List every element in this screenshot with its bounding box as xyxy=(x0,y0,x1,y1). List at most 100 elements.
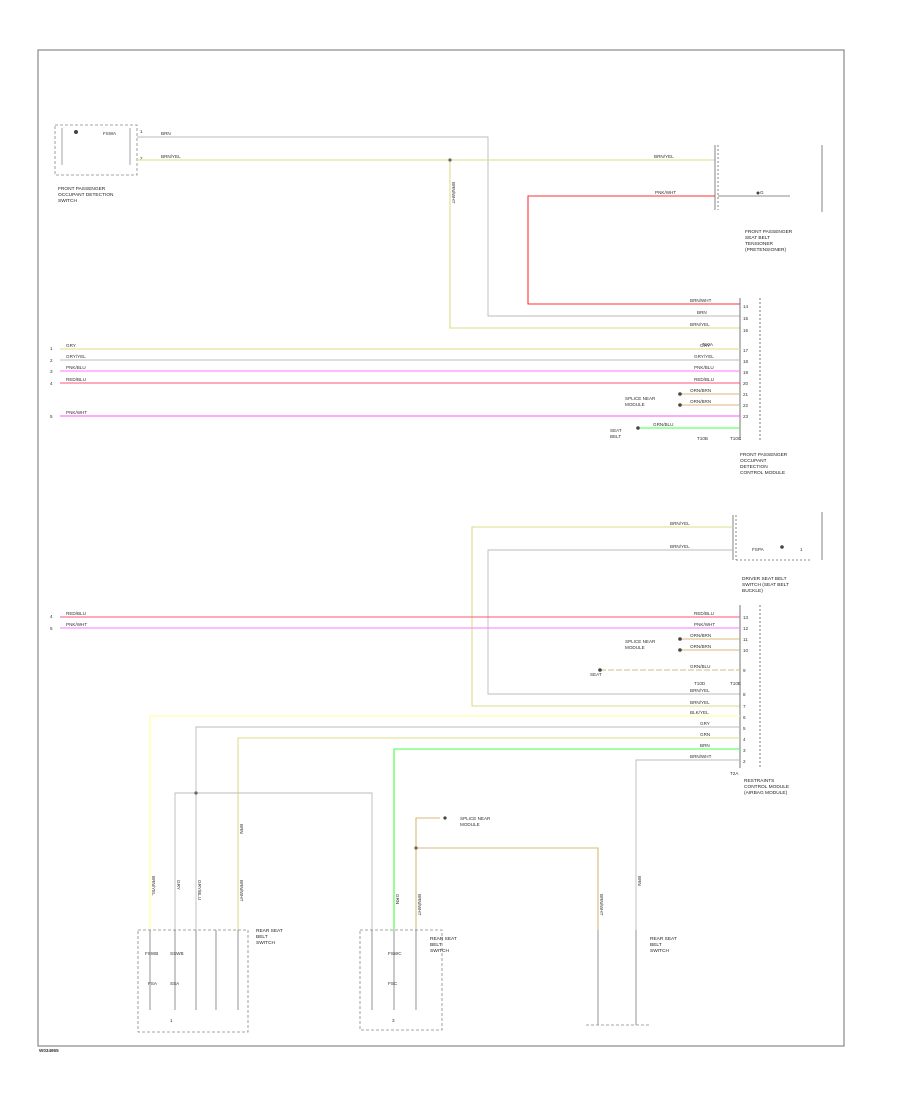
wire-gray-top xyxy=(137,136,740,317)
wire-tan-center xyxy=(415,847,599,930)
svg-text:G: G xyxy=(760,190,764,195)
wire-label: PNK/WHT xyxy=(655,190,676,195)
svg-text:TENSIONER: TENSIONER xyxy=(745,241,774,247)
svg-text:8: 8 xyxy=(743,692,746,697)
svg-text:16: 16 xyxy=(743,328,749,333)
wire-gray-rear-1 xyxy=(195,726,740,930)
svg-text:ORN/BRN: ORN/BRN xyxy=(690,633,711,638)
svg-text:BRN/YEL: BRN/YEL xyxy=(690,688,710,693)
wire-gray-rear-2 xyxy=(635,759,740,930)
svg-text:4: 4 xyxy=(50,381,53,386)
svg-text:FSWB: FSWB xyxy=(145,951,158,956)
svg-text:5: 5 xyxy=(50,626,53,631)
svg-text:T10D: T10D xyxy=(694,681,706,686)
svg-text:14: 14 xyxy=(743,304,749,309)
svg-text:4: 4 xyxy=(743,737,746,742)
svg-text:T10E: T10E xyxy=(730,681,741,686)
wire-label: BRN/YEL xyxy=(161,154,181,159)
svg-text:FSPA: FSPA xyxy=(752,547,765,552)
svg-text:1: 1 xyxy=(800,547,803,552)
svg-text:12: 12 xyxy=(743,626,749,631)
wire-label: BRN/WHT xyxy=(690,298,712,303)
svg-text:BRN/WHT: BRN/WHT xyxy=(239,880,244,902)
svg-text:MODULE: MODULE xyxy=(625,402,645,407)
svg-text:BRN/YEL: BRN/YEL xyxy=(151,876,156,896)
svg-text:REAR SEAT: REAR SEAT xyxy=(430,936,457,942)
diagram-border xyxy=(37,49,845,1047)
wire-gray-junction xyxy=(174,792,373,930)
svg-text:SWITCH: SWITCH xyxy=(430,948,449,954)
svg-text:9: 9 xyxy=(743,668,746,673)
svg-text:MODULE: MODULE xyxy=(460,822,480,827)
rear-right-switch: REAR SEAT BELT SWITCH xyxy=(586,930,677,1026)
svg-text:ORN/BRN: ORN/BRN xyxy=(690,388,711,393)
svg-text:22: 22 xyxy=(743,403,749,408)
svg-text:SEAT BELT: SEAT BELT xyxy=(745,235,770,241)
svg-text:2: 2 xyxy=(140,156,143,161)
svg-text:1: 1 xyxy=(50,346,53,351)
svg-text:T2A: T2A xyxy=(730,771,739,776)
svg-text:3: 3 xyxy=(50,369,53,374)
svg-text:FSC: FSC xyxy=(388,981,398,986)
svg-text:REAR SEAT: REAR SEAT xyxy=(256,928,283,934)
svg-text:1: 1 xyxy=(170,1018,173,1023)
wire-green-rear xyxy=(393,748,740,930)
svg-text:BRN/WHT: BRN/WHT xyxy=(417,894,422,916)
svg-text:GRN: GRN xyxy=(395,894,400,904)
svg-text:SPLICE NEAR: SPLICE NEAR xyxy=(460,816,491,821)
svg-text:SWITCH: SWITCH xyxy=(58,198,77,204)
svg-text:10: 10 xyxy=(743,648,749,653)
svg-text:SSWB: SSWB xyxy=(170,951,184,956)
svg-text:BRN/WHT: BRN/WHT xyxy=(690,754,712,759)
svg-text:FSWA: FSWA xyxy=(103,131,117,136)
svg-text:OCCUPANT: OCCUPANT xyxy=(740,458,767,464)
svg-text:BRN/YEL: BRN/YEL xyxy=(690,700,710,705)
svg-text:T10B: T10B xyxy=(697,436,708,441)
svg-text:OCCUPANT DETECTION: OCCUPANT DETECTION xyxy=(58,192,114,198)
occupant-mat: FSPA 1 DRIVER SEAT BELT SWITCH (SEAT BEL… xyxy=(732,512,823,594)
rear-center-switch: FSWC FSC 3 REAR SEAT BELT SWITCH xyxy=(359,929,457,1031)
svg-text:T10A: T10A xyxy=(702,342,714,347)
svg-text:ORN/BRN: ORN/BRN xyxy=(690,644,711,649)
svg-text:MODULE: MODULE xyxy=(625,645,645,650)
wire-label: GRY/YEL xyxy=(66,354,86,359)
svg-text:2: 2 xyxy=(743,759,746,764)
svg-text:GRY/BLU: GRY/BLU xyxy=(197,880,202,900)
svg-text:SEAT: SEAT xyxy=(590,672,602,677)
wire-red-top xyxy=(527,195,740,305)
wire-label: BRN/YEL xyxy=(654,154,674,159)
front-pass-module-connector: 14 15 16 17 18 19 20 21 22 23 T10A T10B … xyxy=(697,298,788,476)
svg-text:FRONT PASSENGER: FRONT PASSENGER xyxy=(745,229,793,235)
svg-text:DRIVER SEAT BELT: DRIVER SEAT BELT xyxy=(742,576,787,582)
svg-text:SWITCH: SWITCH xyxy=(256,940,275,946)
svg-text:PNK/WHT: PNK/WHT xyxy=(66,622,87,627)
svg-text:FRONT PASSENGER: FRONT PASSENGER xyxy=(740,452,788,458)
svg-text:SPLICE NEAR: SPLICE NEAR xyxy=(625,639,656,644)
svg-text:5: 5 xyxy=(50,414,53,419)
svg-text:GRN: GRN xyxy=(700,732,710,737)
svg-text:15: 15 xyxy=(743,316,749,321)
wire-label: GRY xyxy=(66,343,76,348)
svg-text:REAR SEAT: REAR SEAT xyxy=(650,936,677,942)
svg-text:BELT: BELT xyxy=(430,942,442,948)
svg-text:5: 5 xyxy=(743,726,746,731)
svg-text:17: 17 xyxy=(743,348,749,353)
svg-text:(AIRBAG MODULE): (AIRBAG MODULE) xyxy=(744,790,788,796)
svg-text:BRN: BRN xyxy=(700,743,710,748)
svg-text:SSA: SSA xyxy=(170,981,180,986)
front-pass-seat-belt-tensioner: G FRONT PASSENGER SEAT BELT TENSIONER (P… xyxy=(714,145,823,253)
svg-text:11: 11 xyxy=(743,637,748,642)
svg-text:RED/BLU: RED/BLU xyxy=(66,611,86,616)
svg-text:FSWC: FSWC xyxy=(388,951,402,956)
svg-text:BELT: BELT xyxy=(256,934,268,940)
wire-label: BRN xyxy=(697,310,707,315)
rear-cm-connector: 13 12 11 10 9 8 7 6 5 4 3 2 T10D T10E T2… xyxy=(694,605,789,796)
rear-left-switch: FSWB SSWB FSA SSA 1 REAR SEAT BELT SWITC… xyxy=(137,928,283,1033)
svg-text:FRONT PASSENGER: FRONT PASSENGER xyxy=(58,186,106,192)
svg-text:GRY: GRY xyxy=(176,880,181,890)
svg-text:GRN/BLU: GRN/BLU xyxy=(653,422,673,427)
svg-text:6: 6 xyxy=(743,715,746,720)
svg-text:FSA: FSA xyxy=(148,981,158,986)
wire-label: PNK/BLU xyxy=(694,365,714,370)
svg-text:GRN/BLU: GRN/BLU xyxy=(690,664,710,669)
